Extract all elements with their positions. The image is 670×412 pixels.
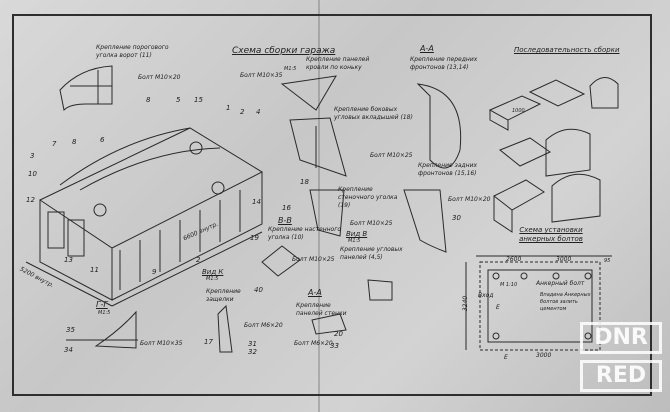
- dim-2600: 2600: [506, 256, 522, 263]
- label-krepl-ferm: Крепление передних фронтонов (13,14): [410, 56, 478, 71]
- section-aa-title: А-А: [420, 44, 434, 53]
- label-krepl-zadnih: Крепление задних фронтонов (15,16): [418, 162, 478, 177]
- part-num-8: 8: [72, 138, 77, 146]
- label-krepl-paneley-krysha: Крепление панелей кровли по коньку: [306, 56, 370, 71]
- e-label-1: Е: [496, 304, 500, 311]
- part-num-6: 6: [100, 136, 105, 144]
- label-krepl-porogov: Крепление порогового уголка ворот (11): [96, 44, 169, 59]
- sheet-title: Схема сборки гаража: [232, 46, 336, 56]
- label-krepl-zashelki: Крепление защелки: [206, 288, 241, 303]
- label-krepl-stenochnyh: Крепление стеночного уголка (19): [338, 186, 398, 209]
- part-num-32: 32: [248, 348, 257, 356]
- scale-2: М1:5: [348, 238, 361, 244]
- part-num-14: 14: [252, 198, 261, 206]
- anker-label: Анкерный болт: [536, 280, 585, 287]
- anchor-plan: [465, 255, 612, 351]
- label-shema-ustanovki: Схема установки анкерных болтов: [519, 226, 583, 243]
- part-num-4: 4: [256, 108, 261, 116]
- part-num-40: 40: [254, 286, 263, 294]
- vid-b-title: Вид В: [346, 230, 368, 238]
- section-gg-title: Г-Г: [96, 300, 108, 309]
- part-num-20: 20: [334, 330, 343, 338]
- label-krepl-nastennogo: Крепление настенного уголка (10): [268, 226, 342, 241]
- part-num-18: 18: [300, 178, 309, 186]
- label-krepl-paneley-stenki: Крепление панелей стенки: [296, 302, 347, 317]
- part-num-5: 5: [176, 96, 181, 104]
- drawing-frame: [12, 14, 652, 396]
- watermark: DNR RED: [580, 322, 662, 404]
- part-num-34: 34: [64, 346, 73, 354]
- watermark-line-2: RED: [580, 360, 662, 392]
- vid-k-title: Вид К: [202, 268, 224, 276]
- part-num-12: 12: [26, 196, 35, 204]
- garage-isometric: [25, 127, 264, 307]
- scale-plan: М 1:10: [500, 282, 518, 288]
- dim-3000: 3000: [556, 256, 572, 263]
- part-num-9: 9: [152, 268, 157, 276]
- label-krepl-uglovyh: Крепление угловых панелей (4,5): [340, 246, 403, 261]
- bolt-label-8: Болт М10×35: [140, 340, 183, 347]
- part-num-13: 13: [64, 256, 73, 264]
- porog-bracket-shape: [59, 65, 113, 112]
- bolt-label-4: Болт М10×20: [448, 196, 491, 203]
- part-num-2: 2: [240, 108, 245, 116]
- sequence-views: [488, 77, 619, 233]
- dim-3240: 3240: [462, 295, 470, 312]
- label-posledovatelnost: Последовательность сборки: [514, 46, 620, 54]
- part-num-10: 10: [28, 170, 37, 178]
- part-num-31: 31: [248, 340, 257, 348]
- part-num-15: 15: [194, 96, 203, 104]
- e-label-2: Е: [504, 354, 508, 361]
- part-num-7: 7: [52, 140, 57, 148]
- vhod-label: Вход: [478, 292, 494, 299]
- dim-95: 95: [604, 258, 611, 264]
- fold-line: [318, 0, 320, 412]
- dim-3000b: 3000: [536, 352, 552, 359]
- part-num-2b: 2: [196, 256, 201, 264]
- part-num-3: 3: [30, 152, 35, 160]
- anker-note: Впадина Анкерных болтов залить цементом: [540, 292, 591, 312]
- scale-1: М1:5: [284, 66, 297, 72]
- dim-1000: 1000: [512, 108, 525, 114]
- part-num-11: 11: [90, 266, 99, 274]
- bolt-label-6: Болт М10×25: [292, 256, 335, 263]
- part-num-1: 1: [226, 104, 231, 112]
- part-num-33: 33: [330, 342, 339, 350]
- part-num-30: 30: [452, 214, 461, 222]
- scale-4: М1:5: [98, 310, 111, 316]
- label-krepl-bokovoy: Крепление боковых угловых вкладышей (18): [334, 106, 413, 121]
- bolt-label-5: Болт М10×25: [350, 220, 393, 227]
- section-vv-title: В-В: [278, 216, 292, 225]
- part-num-35: 35: [66, 326, 75, 334]
- bolt-label-9: Болт М6×20: [294, 340, 333, 347]
- part-num-8b: 8: [146, 96, 151, 104]
- part-num-17: 17: [204, 338, 213, 346]
- scale-3: М1:5: [206, 276, 219, 282]
- bolt-label-1: Болт М10×20: [138, 74, 181, 81]
- bolt-label-2: Болт М10×35: [240, 72, 283, 79]
- bolt-label-3: Болт М10×25: [370, 152, 413, 159]
- section-aa2-title: А-А: [308, 288, 322, 297]
- part-num-16: 16: [282, 204, 291, 212]
- part-num-19: 19: [250, 234, 259, 242]
- watermark-line-1: DNR: [580, 322, 662, 354]
- bolt-label-7: Болт М6×20: [244, 322, 283, 329]
